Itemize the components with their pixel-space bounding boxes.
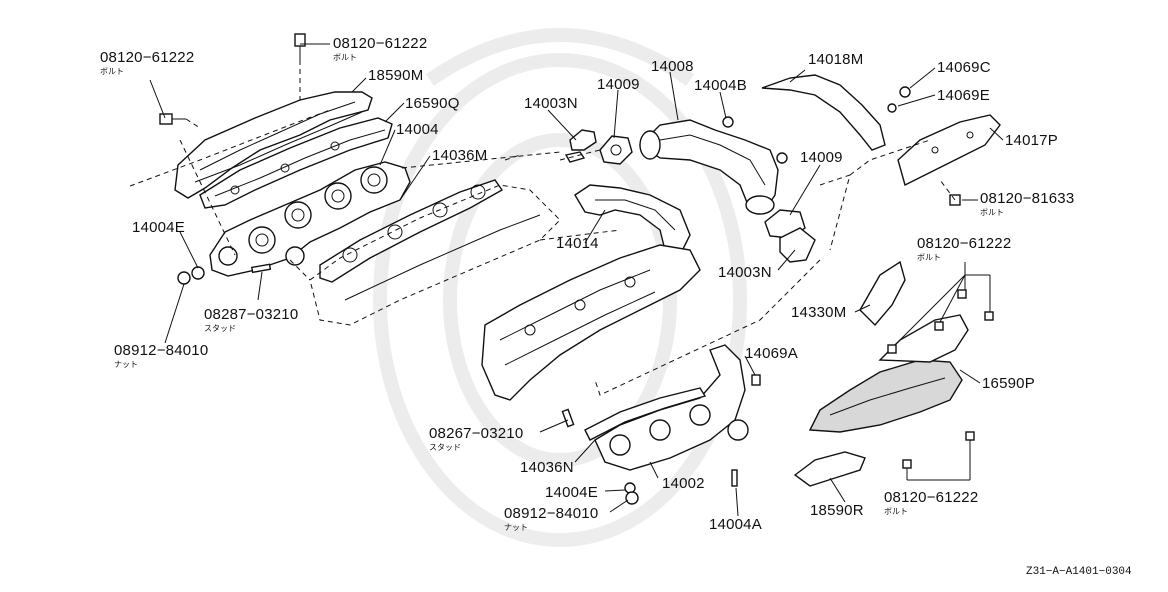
- heat-shield-18590M: [174, 91, 373, 199]
- label-14004: 14004: [396, 121, 439, 138]
- label-08120-61222-right: 08120−61222: [917, 235, 1012, 252]
- exhaust-pipe-14008: [638, 119, 779, 215]
- cylinder-head-left: [309, 184, 561, 326]
- label-16590Q: 16590Q: [405, 95, 460, 112]
- leader-lines: [149, 43, 1004, 517]
- label-14036M: 14036M: [432, 147, 488, 164]
- gasket-14009-top: [599, 135, 633, 165]
- label-08267-03210: 08267−03210: [429, 425, 524, 442]
- label-08120-81633: 08120−81633: [980, 190, 1075, 207]
- label-18590R: 18590R: [810, 502, 864, 519]
- bolt-14069A: [751, 374, 761, 386]
- nut-14004E-bottom: [624, 482, 639, 505]
- nut-14004B: [722, 116, 788, 164]
- label-bolt-topleft-sub: ボルト: [100, 67, 124, 76]
- label-18590M: 18590M: [368, 67, 424, 84]
- label-08912-84010-bottom: 08912−84010: [504, 505, 599, 522]
- watermark-emblem: [373, 28, 747, 547]
- assembly-dashed-lines: [129, 60, 956, 396]
- label-14036N: 14036N: [520, 459, 574, 476]
- label-14069E: 14069E: [937, 87, 990, 104]
- label-08120-61222-topleft: 08120−61222: [100, 49, 195, 66]
- label-14004A: 14004A: [709, 516, 762, 533]
- label-bolt-81633-sub: ボルト: [980, 208, 1004, 217]
- nut-14004E-left: [177, 266, 205, 285]
- label-14018M: 14018M: [808, 51, 864, 68]
- label-14008: 14008: [651, 58, 694, 75]
- label-14069C: 14069C: [937, 59, 991, 76]
- label-stud-08267-sub: スタッド: [429, 443, 461, 452]
- label-bolt-bottom-sub: ボルト: [884, 507, 908, 516]
- label-08120-61222-bottom: 08120−61222: [884, 489, 979, 506]
- label-16590P: 16590P: [982, 375, 1035, 392]
- label-14003N-top: 14003N: [524, 95, 578, 112]
- bolt-topleft: [159, 113, 186, 125]
- label-14069A: 14069A: [745, 345, 798, 362]
- gasket-14003N-top: [564, 129, 597, 163]
- label-14004B: 14004B: [694, 77, 747, 94]
- label-14017P: 14017P: [1005, 132, 1058, 149]
- bolts-right-upper: [887, 289, 994, 354]
- label-14004E-bottom: 14004E: [545, 484, 598, 501]
- label-08120-61222-top: 08120−61222: [333, 35, 428, 52]
- stud-08267: [561, 408, 575, 428]
- gasket-14003N-right: [779, 227, 816, 263]
- bracket-14018M: [761, 74, 911, 151]
- heat-shield-18590R: [793, 451, 866, 487]
- heat-shield-16590Q: [199, 117, 393, 209]
- shield-14330M: [859, 260, 906, 327]
- label-14004E-left: 14004E: [132, 219, 185, 236]
- label-14009-top: 14009: [597, 76, 640, 93]
- gasket-14036M: [319, 179, 504, 283]
- bolt-top: [294, 33, 306, 60]
- label-stud-08287-sub: スタッド: [204, 324, 236, 333]
- label-14330M: 14330M: [791, 304, 847, 321]
- diagram-code: Z31−A−A1401−0304: [1026, 566, 1132, 578]
- label-bolt-top-sub: ボルト: [333, 53, 357, 62]
- label-bolt-right-sub: ボルト: [917, 253, 941, 262]
- exhaust-manifold-14002: [594, 344, 749, 471]
- bolts-right-lower: [902, 431, 975, 469]
- label-14014: 14014: [556, 235, 599, 252]
- gasket-14036N: [584, 387, 707, 441]
- label-14003N-right: 14003N: [718, 264, 772, 281]
- label-14009-right: 14009: [800, 149, 843, 166]
- stud-14004A: [731, 469, 738, 487]
- stud-08287-left: [250, 263, 272, 274]
- label-14002: 14002: [662, 475, 705, 492]
- cylinder-head-right: [481, 244, 701, 401]
- label-nut-left-sub: ナット: [114, 360, 138, 369]
- heat-shield-16590P: [808, 314, 969, 433]
- label-08287-03210: 08287−03210: [204, 306, 299, 323]
- label-08912-84010-left: 08912−84010: [114, 342, 209, 359]
- bracket-14017P: [897, 114, 1001, 187]
- label-nut-bottom-sub: ナット: [504, 523, 528, 532]
